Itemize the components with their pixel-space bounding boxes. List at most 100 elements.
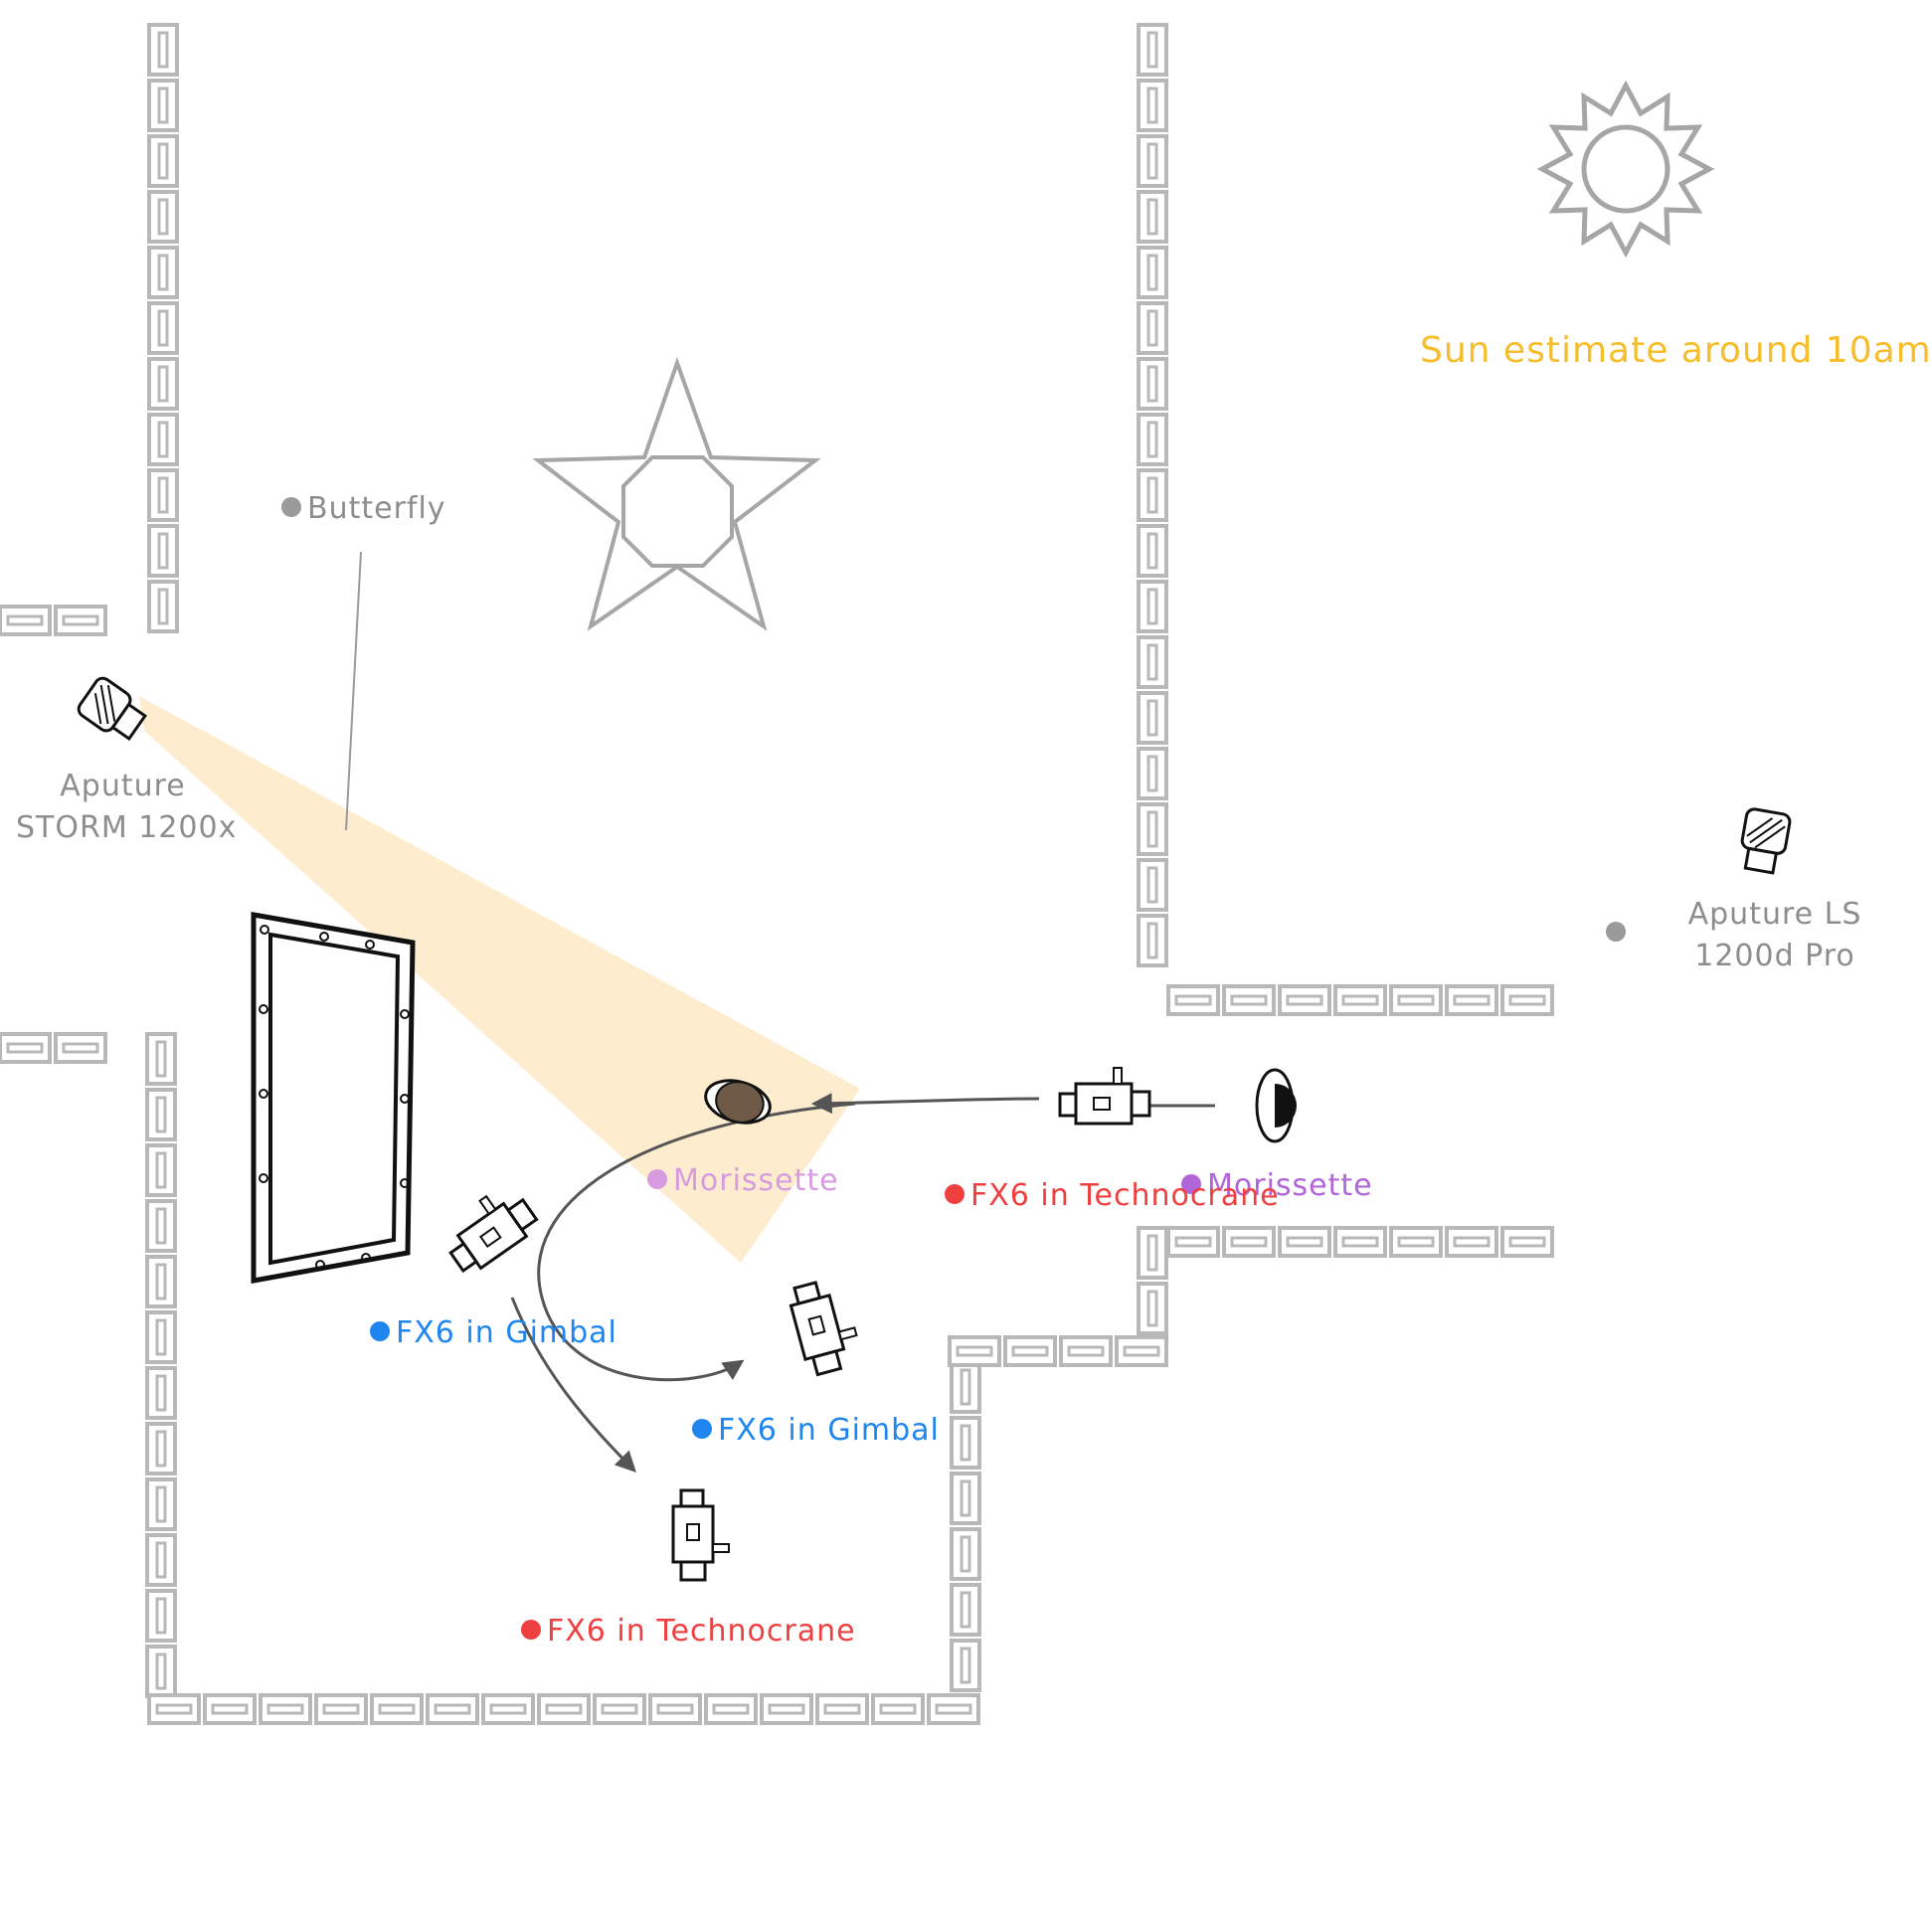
wall-block-inner	[157, 532, 169, 570]
wall-block-inner	[155, 1318, 167, 1356]
camera-icon	[1058, 1067, 1151, 1126]
wall-block-inner	[157, 309, 169, 347]
wall-block-inner	[6, 1042, 44, 1054]
talent-dot	[647, 1169, 667, 1189]
wall-block-inner	[960, 1479, 971, 1517]
wall-block-inner	[956, 1345, 993, 1357]
wall-block-inner	[1146, 365, 1158, 403]
wall-block-inner	[155, 1263, 167, 1301]
butterfly-label: Butterfly	[281, 494, 446, 524]
talent-label-1: Morissette	[647, 1166, 839, 1196]
wall-block-inner	[322, 1703, 360, 1715]
camera-label-technocrane-1: FX6 in Technocrane	[945, 1181, 1280, 1211]
wall-block-inner	[1123, 1345, 1160, 1357]
walls	[0, 23, 1554, 1725]
camera-text: FX6 in Technocrane	[970, 1178, 1280, 1213]
gimbal-drop-arrow	[510, 1297, 636, 1474]
wall-block-inner	[1508, 994, 1546, 1006]
wall-block-inner	[1146, 309, 1158, 347]
wall-block-inner	[1146, 755, 1158, 792]
wall-block-inner	[1230, 1236, 1268, 1248]
wall-block-inner	[960, 1647, 971, 1684]
wall-block-inner	[157, 31, 169, 69]
sun-icon	[1536, 80, 1715, 259]
wall-block-inner	[1453, 994, 1491, 1006]
wall-block-inner	[1174, 1236, 1212, 1248]
camera-label-gimbal-2: FX6 in Gimbal	[692, 1416, 940, 1446]
wall-block-inner	[1146, 532, 1158, 570]
gimbal-orbit-arrow	[537, 1102, 856, 1382]
wall-block-inner	[656, 1703, 694, 1715]
wall-block-inner	[266, 1703, 304, 1715]
wall-block-inner	[155, 1207, 167, 1245]
person-icon	[1255, 1068, 1297, 1143]
wall-block	[147, 580, 179, 633]
wall-block-inner	[1146, 421, 1158, 458]
wall-block-inner	[157, 198, 169, 236]
wall-block-inner	[935, 1703, 972, 1715]
camera-icon	[448, 1194, 539, 1274]
wall-block-inner	[712, 1703, 750, 1715]
wall-block-inner	[157, 365, 169, 403]
storm-light-label: Aputure STORM 1200x	[16, 766, 238, 849]
wall-block-inner	[1146, 699, 1158, 737]
wall-block-inner	[1146, 1290, 1158, 1327]
wall-block-inner	[1230, 994, 1268, 1006]
wall-block-inner	[157, 476, 169, 514]
wall-block-inner	[1146, 476, 1158, 514]
camera-text: FX6 in Technocrane	[547, 1614, 856, 1649]
storm-light-line2: STORM 1200x	[16, 810, 238, 845]
wall-block-inner	[378, 1703, 416, 1715]
wall-block-inner	[1453, 1236, 1491, 1248]
wall-block-inner	[489, 1703, 527, 1715]
wall-block-inner	[155, 1541, 167, 1579]
wall-block-inner	[157, 87, 169, 124]
wall-block-inner	[768, 1703, 805, 1715]
wall-block-inner	[879, 1703, 917, 1715]
wall-block-inner	[1146, 254, 1158, 291]
wall-block-inner	[1146, 198, 1158, 236]
camera-text: FX6 in Gimbal	[396, 1315, 617, 1350]
frame-icon	[251, 912, 416, 1284]
wall-block-inner	[157, 588, 169, 625]
wall-block-inner	[155, 1096, 167, 1133]
camera-dot	[945, 1184, 965, 1204]
wall-block-inner	[6, 614, 44, 626]
wall-block-inner	[1146, 588, 1158, 625]
wall-block-inner	[1286, 994, 1323, 1006]
storm-light-line1: Aputure	[60, 769, 186, 803]
talent-dot	[1181, 1174, 1201, 1194]
camera-dot	[521, 1620, 541, 1640]
wall-block-inner	[155, 1040, 167, 1078]
wall-block-inner	[1067, 1345, 1105, 1357]
butterfly-dot	[281, 497, 301, 517]
wall-block-inner	[960, 1368, 971, 1406]
wall-block-inner	[1146, 866, 1158, 904]
talent-text: Morissette	[673, 1163, 839, 1198]
wall-block-inner	[1146, 643, 1158, 681]
wall-block-inner	[155, 1652, 167, 1690]
wall-block-inner	[1341, 994, 1379, 1006]
light-beam	[139, 696, 860, 1263]
wall-block-inner	[1508, 1236, 1546, 1248]
wall-block-inner	[157, 142, 169, 180]
wall-block-inner	[1146, 31, 1158, 69]
wall-block-inner	[62, 1042, 99, 1054]
wall-block-inner	[1146, 1234, 1158, 1272]
wall-block-inner	[155, 1151, 167, 1189]
wall-block-inner	[1397, 1236, 1435, 1248]
camera-label-gimbal-1: FX6 in Gimbal	[370, 1318, 617, 1348]
storm-light-icon	[77, 676, 147, 742]
person-icon	[704, 1079, 772, 1125]
wall-block-inner	[434, 1703, 471, 1715]
wall-block-inner	[1286, 1236, 1323, 1248]
sun-label: Sun estimate around 10am	[1420, 330, 1932, 371]
star-icon	[532, 356, 821, 631]
wall-block-inner	[157, 421, 169, 458]
wall-block-inner	[155, 1374, 167, 1412]
wall-block-inner	[155, 1485, 167, 1523]
ls-light-marker	[1606, 922, 1626, 942]
talent-label-2: Morissette	[1181, 1171, 1373, 1201]
butterfly-text: Butterfly	[307, 491, 446, 526]
wall-block-inner	[1146, 922, 1158, 959]
